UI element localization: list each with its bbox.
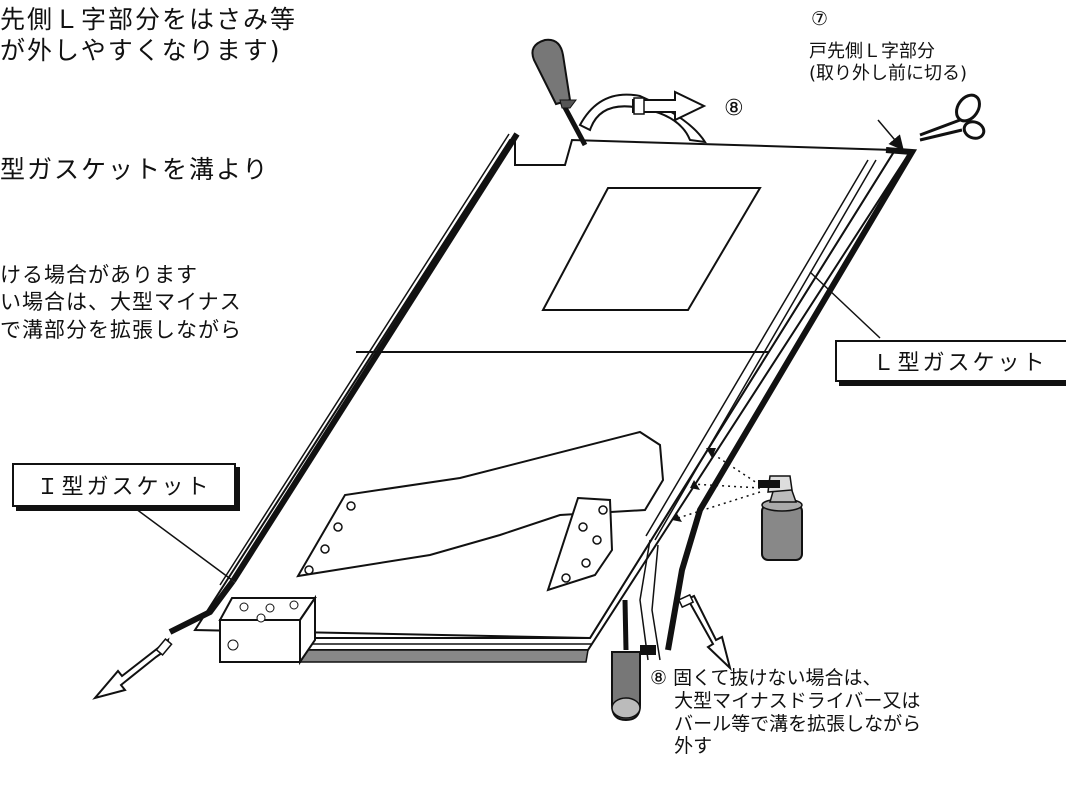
i-gasket-strip [168,132,520,635]
hinge-plate-holes [561,505,608,583]
l-gasket-leader [809,271,881,339]
spray-can-icon [758,475,803,561]
lock-plate-holes [304,501,356,575]
spray-lines [677,451,761,519]
instruction-text-1: 先側Ｌ字部分をはさみ等 が外しやすくなります) [0,5,298,66]
instruction-text-3: ける場合があります い場合は、大型マイナス で溝部分を拡張しながら [0,263,242,342]
hinge-plate [546,496,614,592]
gasket-end-markers [155,97,695,656]
lock-plate [296,430,665,578]
scissors-icon [919,93,986,142]
panel-window [541,187,762,311]
l-gasket-label-text: Ｌ型ガスケット [872,351,1048,376]
l-gasket-label: Ｌ型ガスケット [835,340,1066,382]
step7-text: 戸先側Ｌ字部分 (取り外し前に切る) [809,41,968,84]
top-gasket-strip [578,93,707,144]
step8-text: ⑧ 固くて抜けない場合は、 大型マイナスドライバー又は バール等で溝を拡張しなが… [650,667,922,758]
l-gasket-strip [639,147,918,661]
i-gasket-label: Ｉ型ガスケット [12,463,236,507]
step7-number: ⑦ [811,8,829,30]
spray-arrows [672,448,716,522]
arrow-icon [92,90,732,700]
i-gasket-label-text: Ｉ型ガスケット [36,475,212,500]
screwdriver-icon [531,38,588,147]
i-gasket-leader [127,502,233,581]
step8-marker-top: ⑧ [724,96,744,121]
step7-leader [877,119,904,151]
panel-face [193,138,897,640]
corner-block [218,594,317,666]
screwdriver-icon-bottom [611,599,641,722]
instruction-text-2: 型ガスケットを溝より [0,155,270,184]
